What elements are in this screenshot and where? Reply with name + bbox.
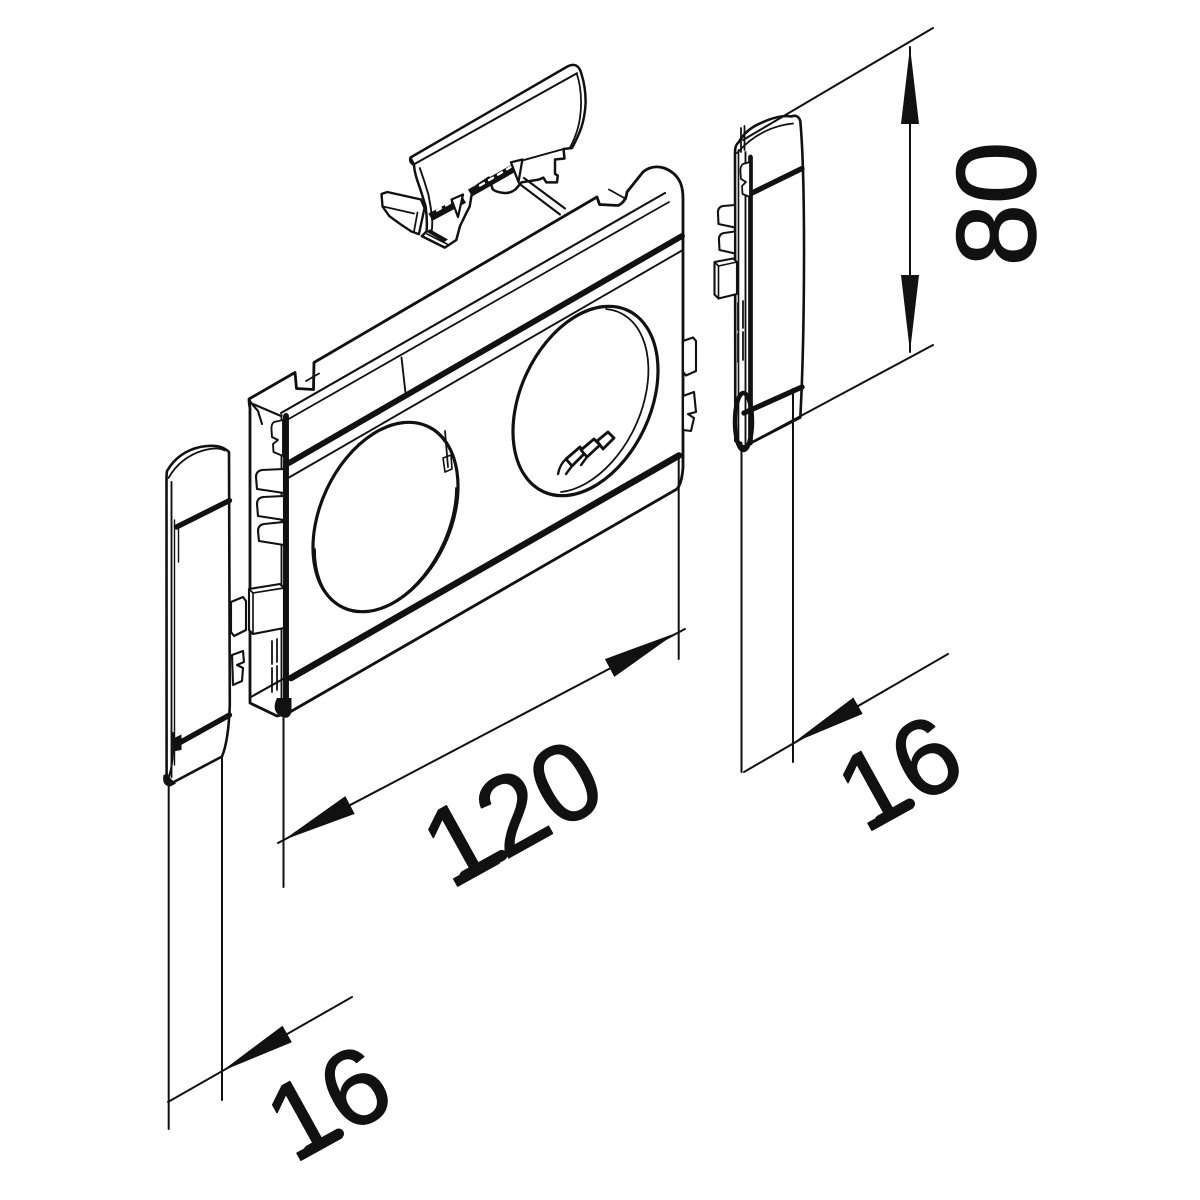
svg-text:80: 80 (934, 142, 1059, 267)
